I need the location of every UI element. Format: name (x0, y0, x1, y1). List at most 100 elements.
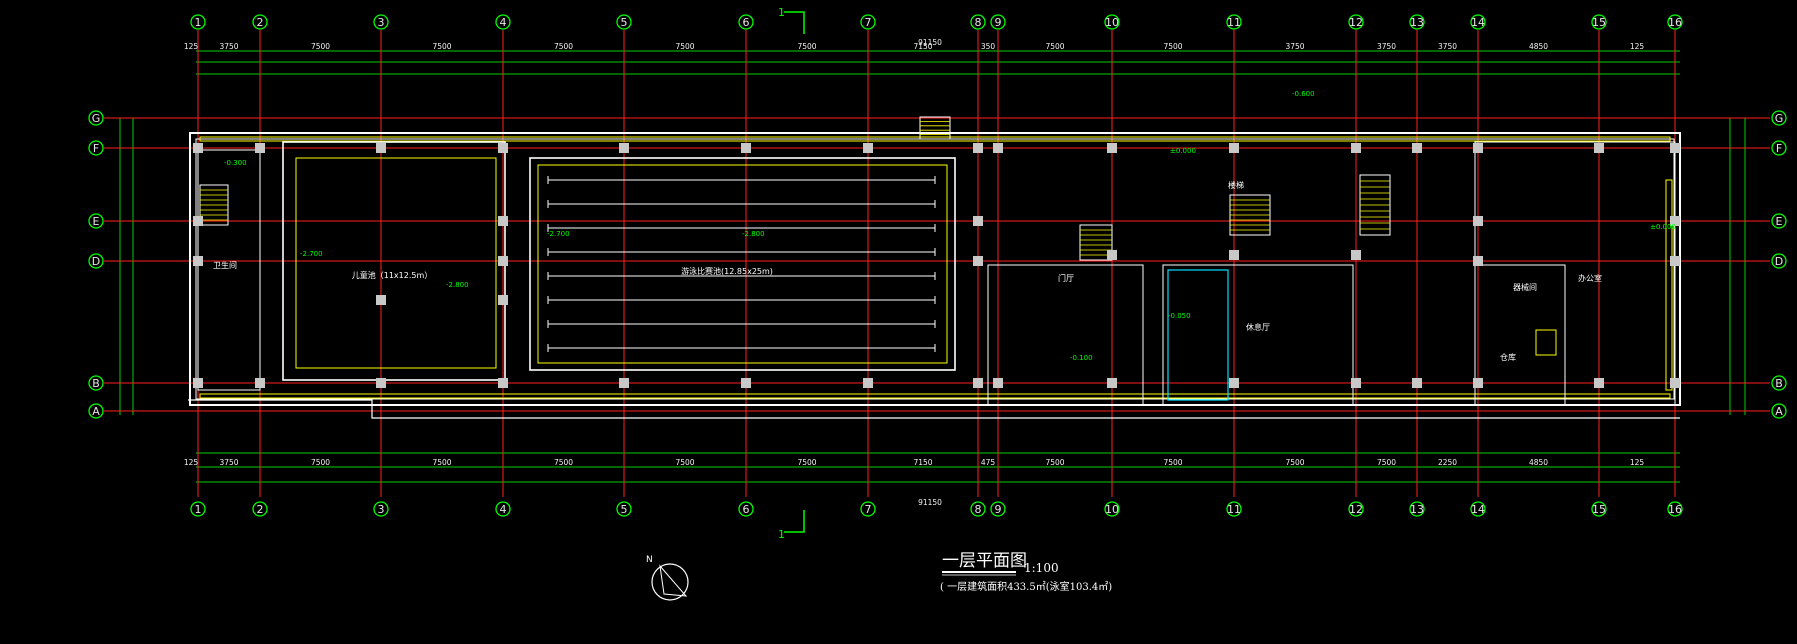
svg-text:D: D (92, 255, 100, 268)
stairs (199, 116, 1391, 261)
svg-text:10: 10 (1105, 16, 1119, 29)
column (1351, 143, 1361, 153)
column (741, 378, 751, 388)
dimension-bottom: 475 (981, 458, 996, 467)
axis-bubble-left-E: E (88, 213, 104, 229)
column (1351, 250, 1361, 260)
level-mark-5: ±0.000 (1170, 147, 1196, 155)
dimension-bottom: 7500 (311, 458, 330, 467)
axis-bubble-left-A: A (88, 403, 104, 419)
axis-bubble-bottom-4: 4 (495, 501, 511, 517)
column (193, 216, 203, 226)
column (498, 378, 508, 388)
svg-text:15: 15 (1592, 16, 1606, 29)
svg-text:6: 6 (743, 503, 750, 516)
svg-text:4: 4 (500, 16, 507, 29)
svg-text:D: D (1775, 255, 1783, 268)
axis-bubble-left-F: F (88, 140, 104, 156)
axis-bubble-bottom-9: 9 (990, 501, 1006, 517)
svg-text:4: 4 (500, 503, 507, 516)
axis-bubble-bottom-3: 3 (373, 501, 389, 517)
level-mark-7: -0.050 (1168, 312, 1191, 320)
axis-bubble-right-A: A (1771, 403, 1787, 419)
axis-bubble-bottom-10: 10 (1104, 501, 1120, 517)
level-mark-8: -0.100 (1070, 354, 1093, 362)
column (1107, 378, 1117, 388)
svg-text:8: 8 (975, 503, 982, 516)
axis-bubble-right-G: G (1771, 110, 1787, 126)
axis-bubble-bottom-6: 6 (738, 501, 754, 517)
dimension-top: 7500 (1163, 42, 1182, 51)
vertical-axis-bubbles: 1122334455667788991010111112121313141415… (190, 14, 1683, 517)
svg-text:13: 13 (1410, 16, 1424, 29)
axis-bubble-top-4: 4 (495, 14, 511, 30)
dimension-bottom: 2250 (1438, 458, 1457, 467)
right-side-rooms (197, 141, 1676, 406)
north-arrow-icon: N (646, 555, 689, 601)
level-mark-9: ±0.000 (1650, 223, 1676, 231)
axis-bubble-bottom-2: 2 (252, 501, 268, 517)
dimension-top: 4850 (1529, 42, 1548, 51)
svg-text:14: 14 (1471, 16, 1485, 29)
axis-bubble-top-12: 12 (1348, 14, 1364, 30)
column (376, 143, 386, 153)
svg-text:12: 12 (1349, 503, 1363, 516)
level-mark-6: -0.300 (224, 159, 247, 167)
dimension-top: 3750 (1377, 42, 1396, 51)
svg-text:9: 9 (995, 503, 1002, 516)
dimension-bottom: 125 (184, 458, 199, 467)
svg-text:6: 6 (743, 16, 750, 29)
column (1351, 378, 1361, 388)
dimension-top: 7500 (311, 42, 330, 51)
axis-bubble-bottom-15: 15 (1591, 501, 1607, 517)
axis-bubble-top-9: 9 (990, 14, 1006, 30)
column (1107, 143, 1117, 153)
stair-top (919, 116, 951, 140)
axis-bubble-right-D: D (1771, 253, 1787, 269)
axis-bubble-left-B: B (88, 375, 104, 391)
column (1473, 256, 1483, 266)
room-label-office: 办公室 (1578, 273, 1602, 283)
column (498, 143, 508, 153)
svg-text:F: F (1776, 142, 1782, 155)
svg-text:B: B (92, 377, 100, 390)
column (863, 378, 873, 388)
column (973, 378, 983, 388)
axis-bubble-bottom-7: 7 (860, 501, 876, 517)
axis-bubble-bottom-16: 16 (1667, 501, 1683, 517)
svg-text:11: 11 (1227, 503, 1241, 516)
svg-text:F: F (93, 142, 99, 155)
dimension-top: 3750 (1438, 42, 1457, 51)
dimension-bottom: 7500 (675, 458, 694, 467)
room-label-small-pool: 儿童池（11x12.5m） (352, 270, 433, 280)
column (993, 378, 1003, 388)
axis-bubble-top-16: 16 (1667, 14, 1683, 30)
axis-bubble-bottom-5: 5 (616, 501, 632, 517)
svg-text:10: 10 (1105, 503, 1119, 516)
column (1670, 378, 1680, 388)
axis-bubble-top-14: 14 (1470, 14, 1486, 30)
column (973, 143, 983, 153)
dimension-top: 3750 (1285, 42, 1304, 51)
room-label-toilet: 卫生间 (213, 260, 237, 270)
column (741, 143, 751, 153)
pool-lanes (547, 176, 936, 352)
dimension-bottom: 7500 (1045, 458, 1064, 467)
axis-bubble-top-11: 11 (1226, 14, 1242, 30)
column (1594, 143, 1604, 153)
drawing-title: 一层平面图 (942, 551, 1027, 571)
dimension-top: 7500 (797, 42, 816, 51)
drawing-title-block: 一层平面图 1:100 ( 一层建筑面积433.5㎡(泳室103.4㎡) (940, 551, 1112, 593)
dimension-bottom: 7500 (797, 458, 816, 467)
svg-text:B: B (1775, 377, 1783, 390)
svg-text:2: 2 (257, 503, 264, 516)
room-label-lobby: 门厅 (1058, 273, 1074, 283)
column (498, 216, 508, 226)
svg-text:13: 13 (1410, 503, 1424, 516)
column (376, 378, 386, 388)
room-label-big-pool: 游泳比赛池(12.85x25m) (681, 266, 773, 276)
level-mark-10: -0.600 (1292, 90, 1315, 98)
